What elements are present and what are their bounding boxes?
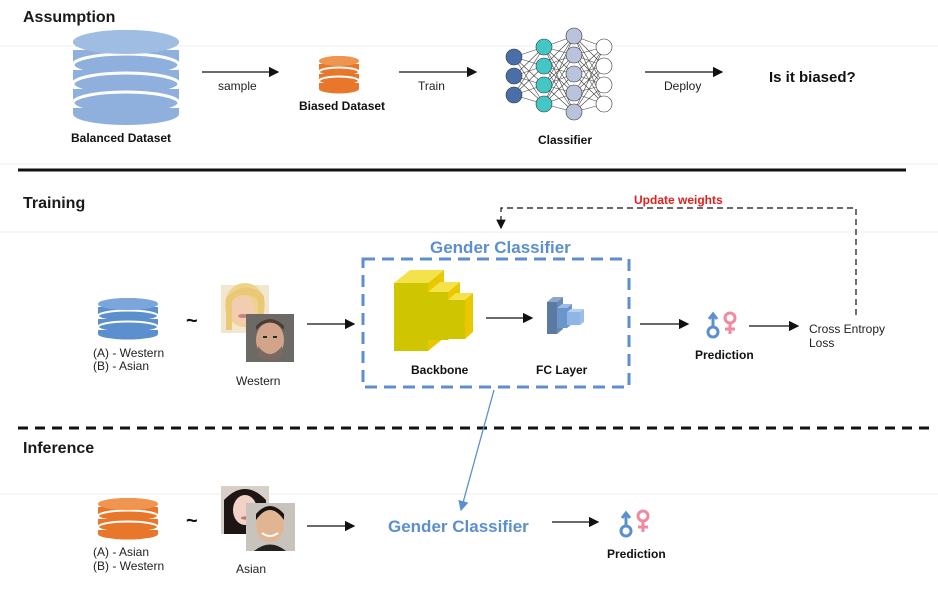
classifier-label: Classifier: [538, 133, 593, 147]
biased-database-icon: [318, 56, 360, 94]
fc-layer-label: FC Layer: [536, 363, 588, 377]
update-weights-label: Update weights: [634, 193, 723, 207]
backbone-label: Backbone: [411, 363, 469, 377]
update-weights-loop: [496, 207, 857, 315]
training-faces-label: Western: [236, 374, 281, 388]
balanced-database-icon: [71, 30, 181, 125]
training-option-a: (A) - Western: [93, 346, 165, 360]
face-photo-western-man: [246, 314, 294, 362]
train-label: Train: [418, 79, 445, 93]
backbone-cnn-icon: [394, 270, 473, 351]
gender-symbols-icon: [706, 311, 737, 339]
inference-prediction-label: Prediction: [607, 547, 666, 561]
nn-edge: [573, 46, 605, 94]
inference-faces-label: Asian: [236, 562, 267, 576]
training-option-b: (B) - Asian: [93, 359, 150, 373]
nn-edge: [543, 35, 575, 105]
balanced-dataset-label: Balanced Dataset: [71, 131, 172, 145]
inference-database-icon: [97, 498, 159, 540]
section-title-assumption: Assumption: [23, 9, 116, 26]
gender-classifier-box: [361, 257, 631, 389]
section-title-inference: Inference: [23, 440, 95, 457]
inference-option-b: (B) - Western: [93, 559, 165, 573]
training-prediction-label: Prediction: [695, 348, 754, 362]
loss-label-line1: Cross Entropy: [809, 322, 886, 336]
nn-edge: [513, 46, 545, 96]
deploy-label: Deploy: [664, 79, 702, 93]
nn-edge: [543, 54, 575, 105]
arrow-deploy-to-inference: [458, 389, 495, 512]
loss-label-line2: Loss: [809, 336, 835, 350]
gender-symbols-icon-inference: [619, 509, 650, 538]
section-title-training: Training: [23, 195, 86, 212]
face-photo-asian-man: [246, 503, 295, 551]
bias-question: Is it biased?: [769, 69, 856, 86]
inference-option-a: (A) - Asian: [93, 545, 150, 559]
neural-network-icon: [505, 27, 613, 121]
biased-dataset-label: Biased Dataset: [299, 99, 386, 113]
inference-tilde: ~: [186, 510, 198, 532]
nn-edge: [543, 35, 575, 86]
gender-classifier-title: Gender Classifier: [430, 238, 571, 257]
training-database-icon: [97, 298, 159, 340]
nn-edge: [573, 65, 605, 113]
sample-label: sample: [218, 79, 257, 93]
training-tilde: ~: [186, 310, 198, 332]
inference-gender-classifier: Gender Classifier: [388, 517, 529, 536]
fc-layer-icon: [547, 297, 584, 334]
nn-edge: [573, 46, 605, 113]
